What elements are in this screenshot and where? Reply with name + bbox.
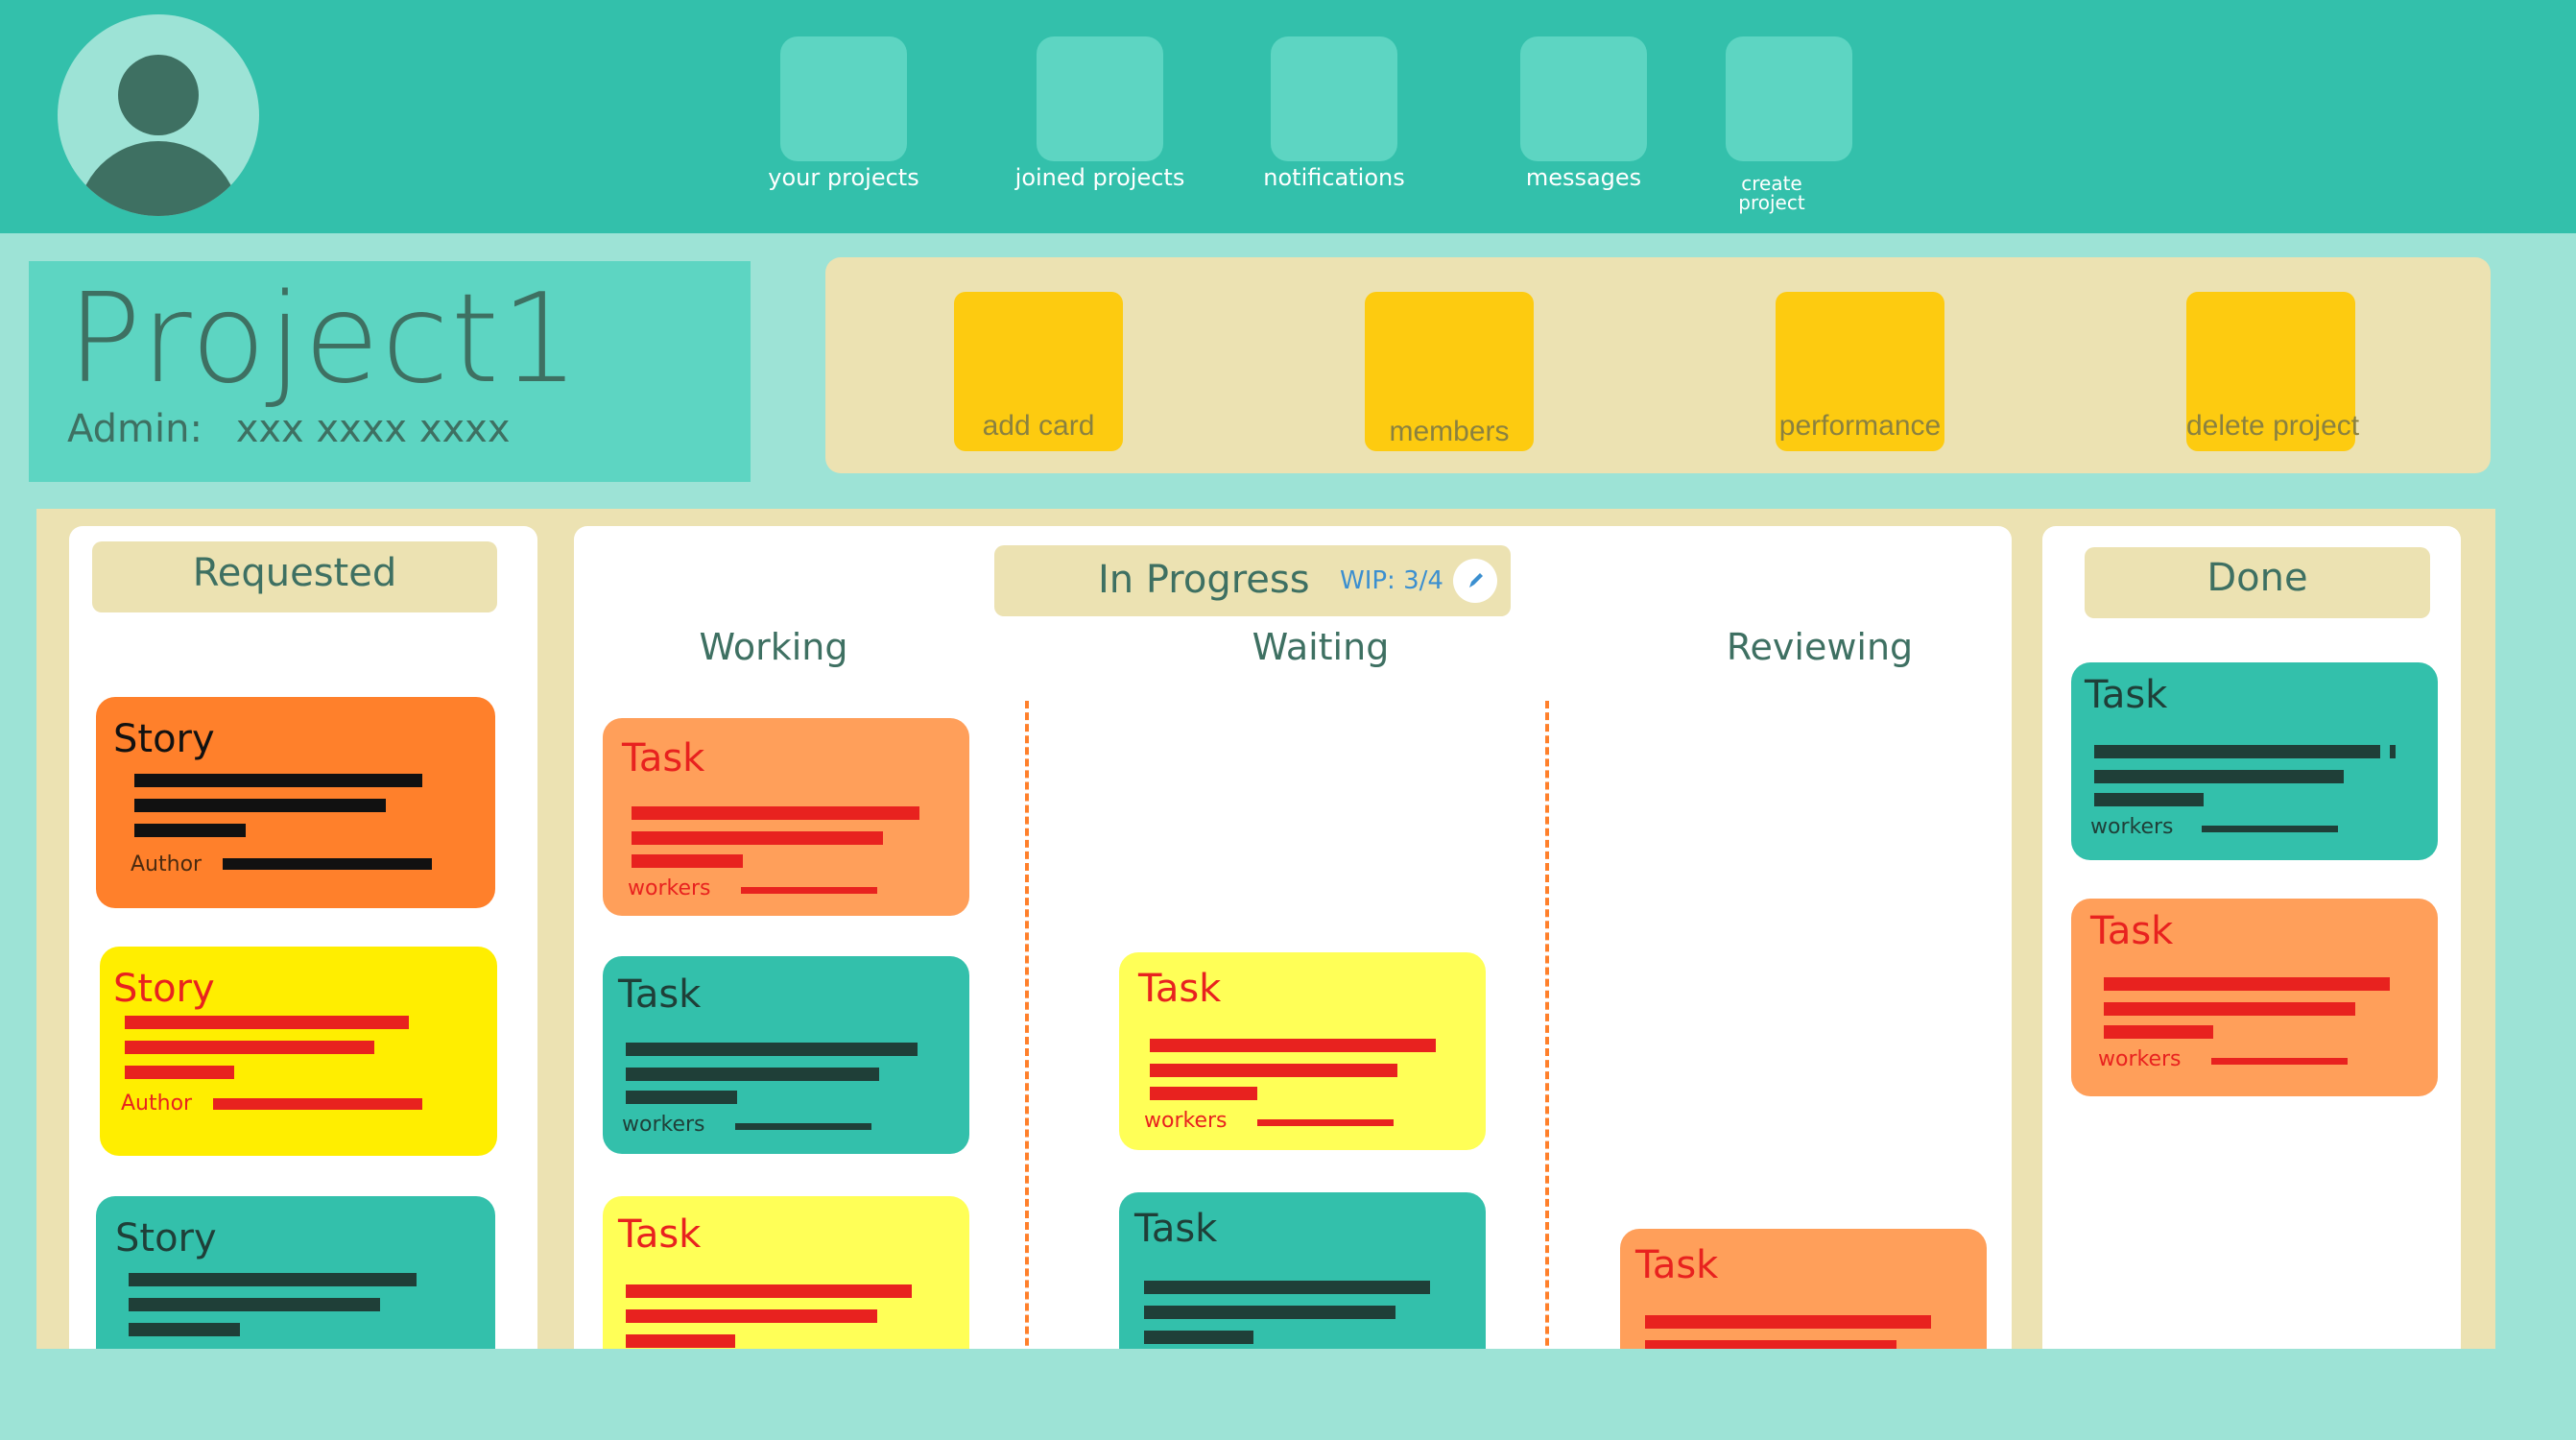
story-card[interactable]: Story (96, 1196, 495, 1349)
messages-icon[interactable] (1520, 36, 1647, 161)
kanban-board: Requested Story Author Story Author Stor… (36, 509, 2495, 1349)
column-in-progress-header: In Progress WIP: 3/4 (994, 545, 1511, 616)
delete-project-label: delete project (2186, 410, 2360, 442)
card-title: Task (2085, 673, 2168, 717)
delete-project-button[interactable]: delete project (2186, 292, 2360, 451)
project-title: Project1 (67, 268, 582, 411)
nav-notifications[interactable]: notifications (1233, 36, 1406, 228)
nav-joined-projects[interactable]: joined projects (999, 36, 1184, 228)
card-title: Task (1635, 1243, 1719, 1287)
subcolumn-reviewing-title: Reviewing (1726, 626, 1914, 668)
notifications-icon[interactable] (1271, 36, 1397, 161)
column-requested-title: Requested (92, 541, 497, 612)
card-author-label: Author (121, 1092, 193, 1116)
add-card-label: add card (982, 410, 1095, 442)
wip-limit: WIP: 3/4 (1340, 566, 1443, 595)
nav-create-project-label: create project (1738, 172, 1805, 214)
nav-messages-label: messages (1525, 164, 1642, 191)
project-header: Project1 Admin: xxx xxxx xxxx (29, 261, 751, 482)
task-card[interactable]: Task workers (2071, 662, 2438, 860)
task-card[interactable]: Task (1620, 1229, 1987, 1349)
card-workers-label: workers (2090, 815, 2174, 839)
card-workers-label: workers (622, 1113, 705, 1137)
members-button[interactable]: members (1365, 292, 1534, 451)
column-in-progress-title: In Progress (1098, 558, 1310, 602)
task-card[interactable]: Task workers (2071, 899, 2438, 1096)
card-author-label: Author (131, 852, 203, 876)
add-card-button[interactable]: add card (954, 292, 1123, 451)
create-project-icon[interactable] (1726, 36, 1852, 161)
performance-label: performance (1778, 410, 1942, 442)
card-title: Task (622, 736, 705, 780)
nav-your-projects[interactable]: your projects (743, 36, 919, 228)
task-card[interactable]: Task workers (603, 718, 969, 916)
column-in-progress: In Progress WIP: 3/4 Working Waiting Rev… (574, 526, 2012, 1349)
card-title: Task (1138, 967, 1222, 1011)
task-card[interactable]: Task (1119, 1192, 1486, 1349)
card-title: Task (618, 1212, 702, 1257)
nav-joined-projects-label: joined projects (1014, 164, 1185, 191)
task-card[interactable]: Task (603, 1196, 969, 1349)
project-admin: Admin: xxx xxxx xxxx (67, 407, 511, 451)
nav-create-project[interactable]: create project (1688, 36, 1861, 228)
card-title: Story (113, 717, 215, 761)
card-workers-label: workers (2098, 1047, 2182, 1071)
subcolumn-divider (1545, 701, 1549, 1349)
nav-notifications-label: notifications (1263, 164, 1405, 191)
subcolumn-waiting-title: Waiting (1252, 626, 1390, 668)
admin-value: xxx xxxx xxxx (235, 407, 511, 451)
card-workers-label: workers (1144, 1109, 1228, 1133)
card-title: Task (2090, 909, 2174, 953)
user-avatar-icon[interactable] (58, 14, 259, 216)
nav-messages[interactable]: messages (1483, 36, 1656, 228)
card-title: Story (115, 1216, 217, 1260)
story-card[interactable]: Story Author (100, 947, 497, 1156)
joined-projects-icon[interactable] (1037, 36, 1163, 161)
members-label: members (1389, 416, 1510, 447)
column-done-title: Done (2085, 547, 2430, 618)
card-title: Task (1134, 1207, 1218, 1251)
admin-label: Admin: (67, 407, 203, 451)
task-card[interactable]: Task workers (1119, 952, 1486, 1150)
your-projects-icon[interactable] (780, 36, 907, 161)
project-actions-bar: add card members performance delete proj… (825, 257, 2491, 473)
card-workers-label: workers (628, 876, 711, 900)
column-done: Done Task workers Task workers (2042, 526, 2461, 1349)
edit-wip-icon[interactable] (1453, 559, 1497, 603)
card-title: Story (113, 967, 215, 1011)
task-card[interactable]: Task workers (603, 956, 969, 1154)
column-requested: Requested Story Author Story Author Stor… (69, 526, 537, 1349)
subcolumn-divider (1025, 701, 1029, 1349)
nav-your-projects-label: your projects (768, 164, 919, 191)
card-title: Task (618, 972, 702, 1017)
performance-button[interactable]: performance (1776, 292, 1944, 451)
story-card[interactable]: Story Author (96, 697, 495, 908)
subcolumn-working-title: Working (699, 626, 848, 668)
